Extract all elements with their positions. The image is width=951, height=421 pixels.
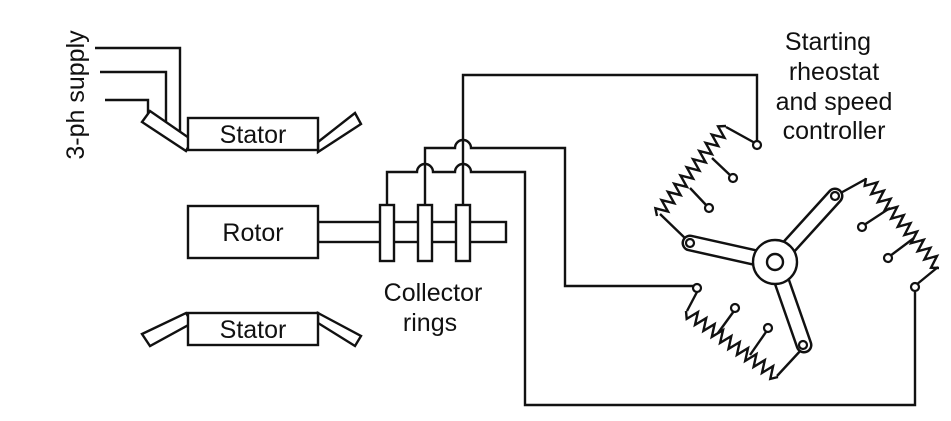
rotor-shaft [316,220,508,244]
rotor: Rotor [186,204,320,260]
contact [684,237,696,249]
stator-top-right-wing [316,111,363,155]
contact [703,202,715,214]
stator-top: Stator [140,109,363,155]
rheostat-label-line-4: controller [783,117,886,145]
resistor-bank-bottom [684,309,779,381]
lead [659,213,689,242]
contact [882,252,894,264]
rheostat-contacts [684,139,921,351]
collector-ring-3 [454,203,472,263]
rheostat-label-line-2: rheostat [789,58,879,86]
ring-3-wire [461,73,759,205]
contact [797,339,809,351]
lead [889,237,915,257]
contact [727,172,739,184]
contact [909,281,921,293]
lead [717,310,735,334]
collector-ring-2 [416,203,434,263]
supply-wire-3 [105,98,150,116]
stator-bottom-label: Stator [220,316,287,344]
contact [856,221,868,233]
lead [689,187,708,207]
collector-ring-1 [378,203,396,263]
ring-1-wire [385,162,917,407]
resistor-bank-upper-left [653,124,727,217]
collector-label-line-2: rings [403,309,457,337]
lead [863,206,891,227]
lead [915,266,939,286]
stator-bottom-body [186,311,320,347]
supply-wire-2 [100,70,168,134]
stator-top-label: Stator [220,121,287,149]
rheostat-label-line-3: and speed [776,88,893,116]
lead [749,331,767,356]
lead [725,125,756,145]
stator-bottom: Stator [140,310,363,348]
contact [691,282,703,294]
collector-label-line-1: Collector [384,279,483,307]
lead [685,291,699,312]
rheostat-leads [659,125,939,377]
lead [711,157,732,177]
arm-pivot [765,252,785,272]
supply-wire-1 [95,46,182,142]
rotor-label: Rotor [222,219,283,247]
contact [751,139,763,151]
supply-label: 3-ph supply [62,30,90,160]
resistor-bank-right [863,177,940,270]
contact [829,190,841,202]
rotor-body [186,204,320,260]
stator-bottom-right-wing [316,310,363,348]
stator-bottom-left-wing [140,311,194,348]
lead [776,348,803,377]
contact [729,302,741,314]
contact [762,322,774,334]
rheostat-arm [681,187,844,354]
ring-2-wire [423,138,693,288]
stator-top-body [186,116,320,152]
rheostat-label-line-1: Starting [785,28,871,56]
